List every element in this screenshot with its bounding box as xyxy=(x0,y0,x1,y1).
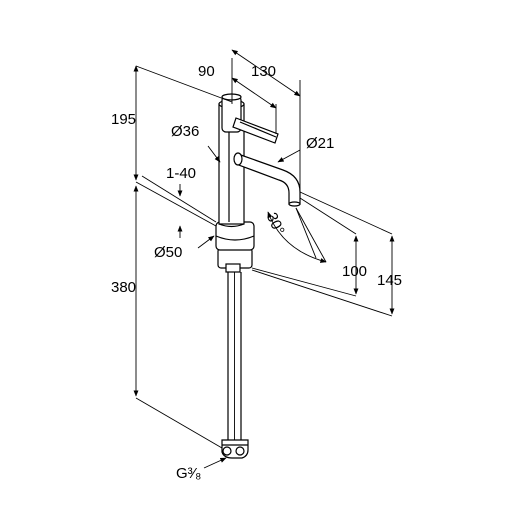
dim-130-label: 130 xyxy=(251,63,276,80)
dim-90-label: 90 xyxy=(198,63,215,80)
supply-hose xyxy=(227,272,242,448)
mounting-base xyxy=(215,221,255,273)
hose-connector xyxy=(221,439,249,459)
dim-body-diameter-label: Ø36 xyxy=(171,123,199,140)
dim-100-label: 100 xyxy=(342,263,367,280)
dimension-lines xyxy=(133,49,395,469)
dim-195-label: 195 xyxy=(111,111,136,128)
dim-380-label: 380 xyxy=(111,279,136,296)
dim-base-diameter-label: Ø50 xyxy=(154,244,182,261)
faucet-illustration xyxy=(215,93,301,459)
dim-145-label: 145 xyxy=(377,272,402,289)
dim-angle-label: 30° xyxy=(263,210,288,238)
spout xyxy=(233,152,301,207)
dim-spout-diameter-label: Ø21 xyxy=(306,135,334,152)
dim-deck-range-label: 1-40 xyxy=(166,165,196,182)
dim-thread-label: G³⁄₈ xyxy=(176,465,201,482)
